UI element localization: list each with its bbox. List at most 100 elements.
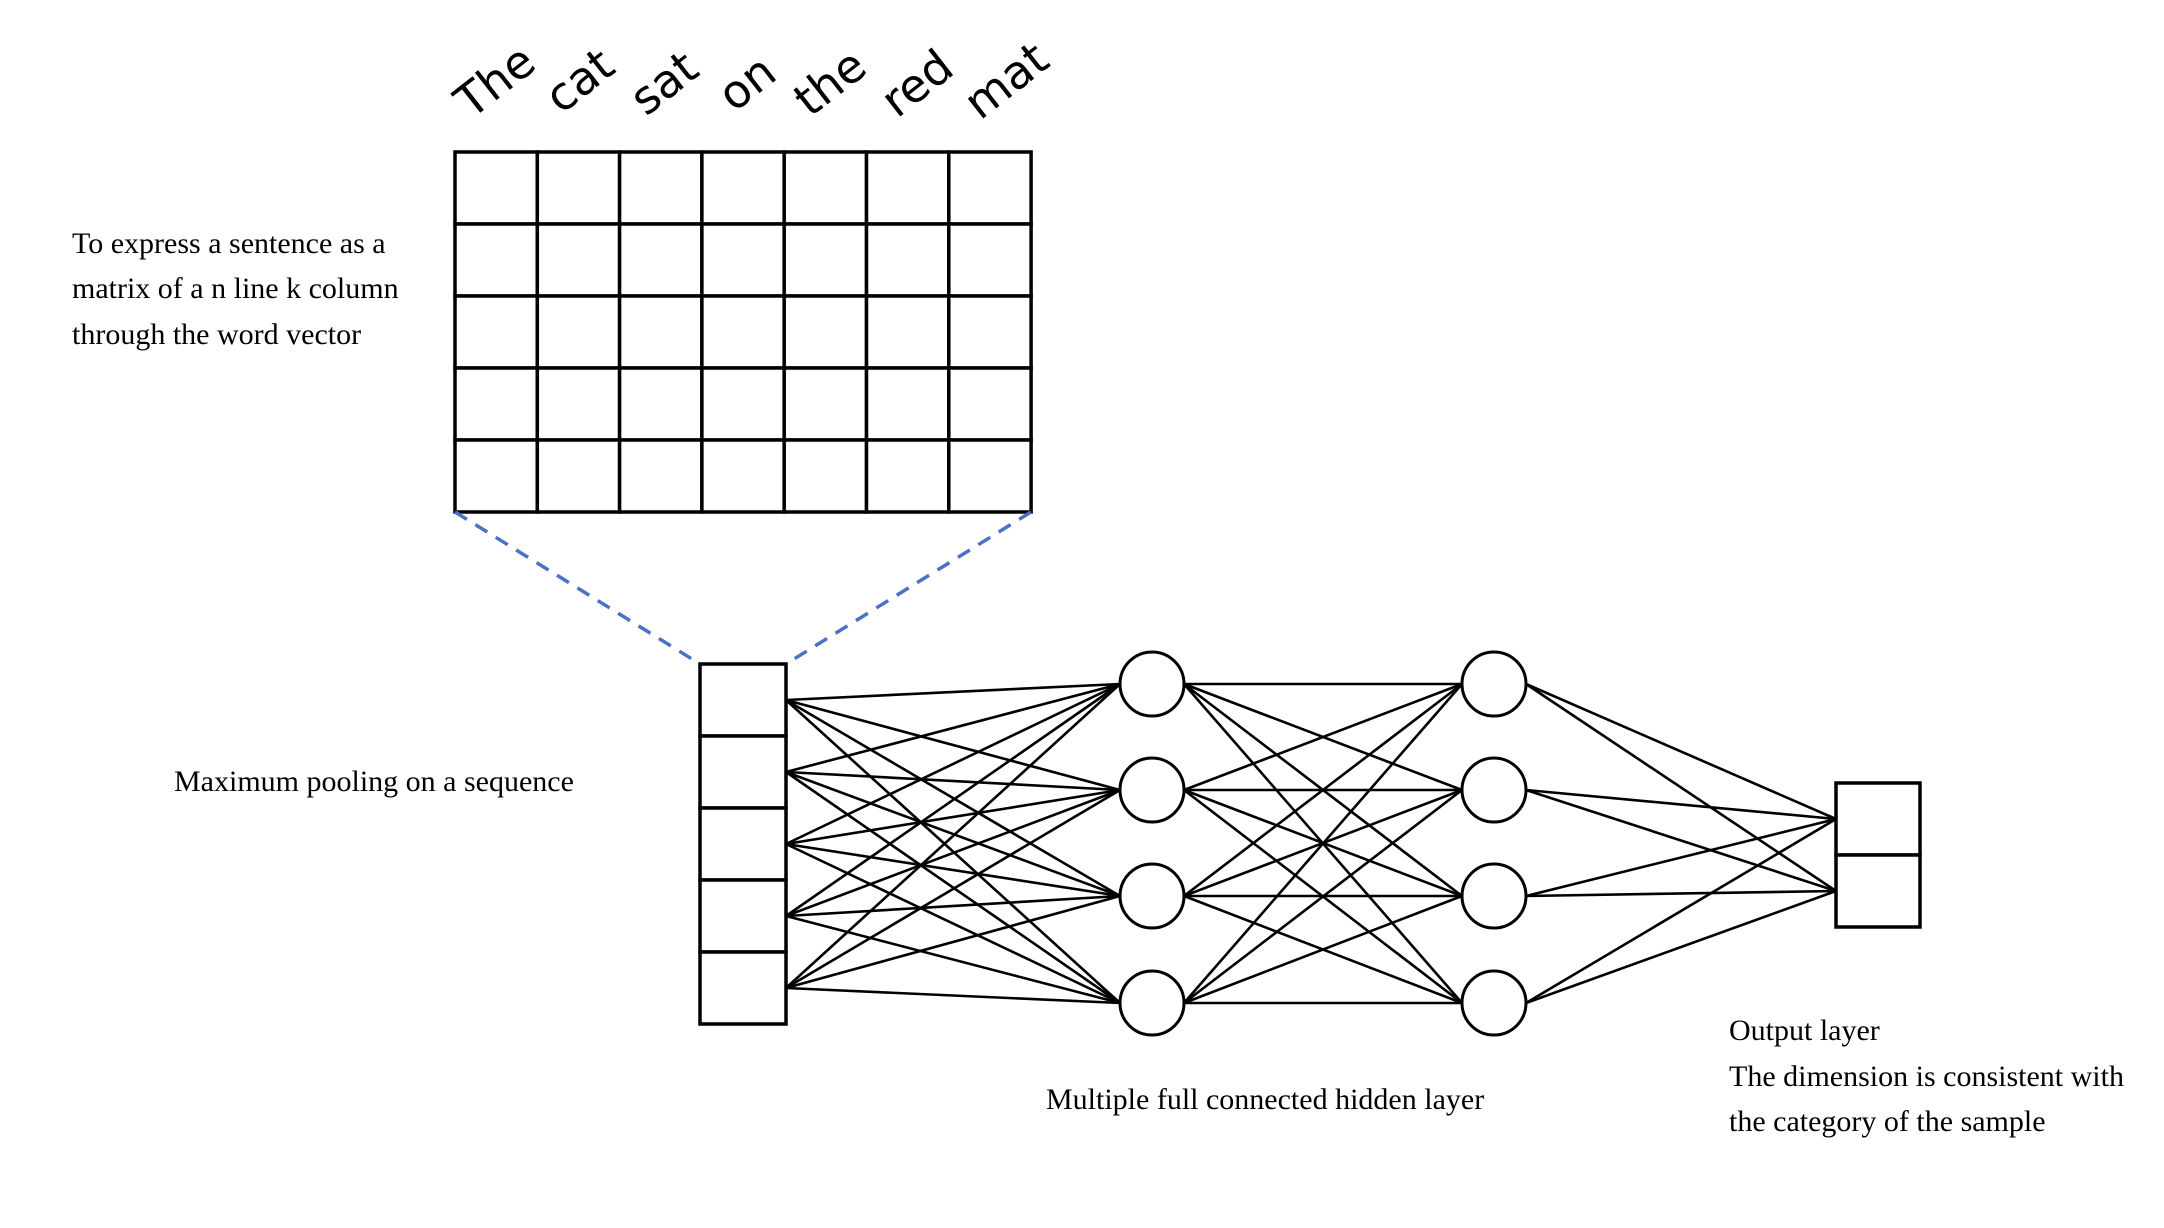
connection-line (1183, 682, 1463, 792)
connection-line (1183, 682, 1463, 898)
matrix-caption-line: matrix of a n line k column (72, 272, 399, 305)
matrix-cell (782, 294, 869, 370)
connection-line (1183, 683, 1463, 1004)
connection-line (785, 894, 1121, 990)
hidden-node (1460, 650, 1528, 718)
connection-line (785, 788, 1121, 846)
connection-line (785, 682, 1121, 846)
output-cell (1834, 781, 1922, 857)
word-label: red (871, 39, 964, 128)
connection-line (785, 682, 1121, 774)
matrix-cell (453, 222, 540, 298)
matrix-cell (535, 294, 622, 370)
matrix-cell (453, 366, 540, 442)
pooling-cell (698, 734, 788, 810)
word-label: cat (535, 37, 625, 124)
hidden-node (1460, 756, 1528, 824)
hidden-layers (1118, 650, 1528, 1037)
matrix-cell (453, 438, 540, 514)
connection-line (785, 842, 1121, 898)
connection-line (785, 770, 1121, 792)
hidden-node (1118, 969, 1186, 1037)
pooling-cell (698, 950, 788, 1026)
connection-line (785, 894, 1121, 918)
matrix-cell (535, 366, 622, 442)
matrix-cell (617, 438, 704, 514)
matrix-cell (535, 438, 622, 514)
matrix-cell (947, 438, 1033, 514)
pooling-cell (698, 806, 788, 882)
pooling-caption: Maximum pooling on a sequence (174, 765, 574, 798)
connection-line (1525, 788, 1837, 821)
matrix-cell (700, 294, 786, 370)
matrix-cell (864, 222, 951, 298)
matrix-cell (864, 366, 951, 442)
projection-line-left (454, 510, 701, 666)
matrix-cell (947, 150, 1033, 226)
connection-line (1183, 788, 1463, 1005)
matrix-cell (782, 438, 869, 514)
word-labels: The cat sat on the red mat (444, 31, 1059, 130)
layer-connections (785, 682, 1837, 1005)
projection-line-right (785, 510, 1032, 666)
matrix-cell (453, 294, 540, 370)
connection-line (1525, 889, 1837, 898)
output-caption-line: Output layer (1729, 1014, 1880, 1047)
connection-line (785, 682, 1121, 918)
matrix-cell (947, 222, 1033, 298)
connection-line (785, 914, 1121, 1005)
matrix-cell (535, 150, 622, 226)
word-label: sat (620, 40, 709, 126)
matrix-caption-line: To express a sentence as a (72, 227, 386, 260)
hidden-node (1118, 862, 1186, 930)
connection-line (785, 842, 1121, 1005)
output-cell (1834, 853, 1922, 929)
matrix-cell (535, 222, 622, 298)
matrix-cell (700, 222, 786, 298)
connection-line (785, 682, 1121, 702)
matrix-cell (617, 294, 704, 370)
matrix-cell (782, 222, 869, 298)
hidden-layer-caption: Multiple full connected hidden layer (1046, 1083, 1484, 1116)
connection-line (785, 986, 1121, 1005)
connection-line (1525, 817, 1837, 898)
matrix-caption: To express a sentence as a matrix of a n… (72, 227, 399, 351)
connection-line (785, 698, 1121, 792)
connection-line (1525, 817, 1837, 1005)
connection-line (785, 699, 1121, 1004)
matrix-cell (864, 294, 951, 370)
matrix-cell (617, 150, 704, 226)
connection-line (1525, 682, 1837, 821)
matrix-cell (453, 150, 540, 226)
matrix-cell (864, 150, 951, 226)
connection-line (785, 683, 1121, 989)
output-layer-vector (1834, 781, 1922, 929)
matrix-cell (700, 150, 786, 226)
matrix-cell (947, 366, 1033, 442)
connection-line (785, 788, 1121, 990)
matrix-cell (782, 366, 869, 442)
matrix-cell (782, 150, 869, 226)
output-caption: Output layer The dimension is consistent… (1729, 1014, 2124, 1138)
word-label: on (708, 44, 786, 122)
hidden-node (1460, 969, 1528, 1037)
output-caption-line: The dimension is consistent with (1729, 1060, 2124, 1093)
word-label: mat (954, 31, 1059, 130)
matrix-cell (700, 438, 786, 514)
connection-line (785, 770, 1121, 898)
matrix-cell (864, 438, 951, 514)
pooling-cell (698, 878, 788, 954)
max-pooling-vector (698, 662, 788, 1026)
matrix-cell (700, 366, 786, 442)
word-label: the (784, 38, 877, 127)
hidden-node (1460, 862, 1528, 930)
matrix-cell (617, 222, 704, 298)
output-caption-line: the category of the sample (1729, 1105, 2046, 1138)
connection-line (1525, 889, 1837, 1005)
connection-line (785, 698, 1121, 898)
connection-line (1525, 788, 1837, 893)
matrix-cell (617, 366, 704, 442)
connection-line (1183, 894, 1463, 1005)
matrix-caption-line: through the word vector (72, 318, 361, 351)
